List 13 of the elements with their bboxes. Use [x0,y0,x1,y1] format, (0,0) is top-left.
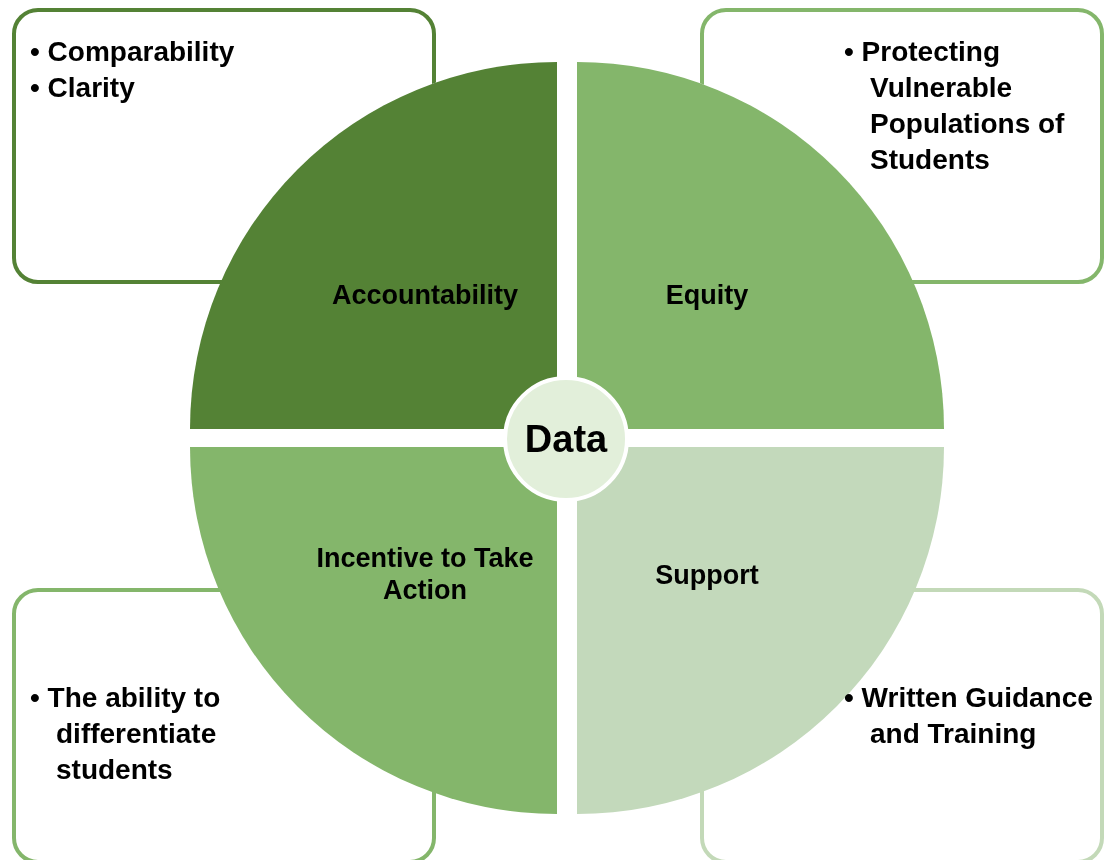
quadrant-label: Equity [664,279,750,311]
bullet-item: • The ability to differentiate students [30,681,222,787]
bullet-item: • Clarity [30,71,136,105]
quadrant-label: Accountability [331,279,519,311]
quadrant-label: Support [654,559,760,591]
text-box [12,8,436,284]
center-label: Data [524,417,608,461]
text-box [700,8,1104,284]
bullet-item: • Comparability [30,35,236,69]
text-box [700,588,1104,860]
bullet-item: • Protecting Vulnerable Populations of Students [844,35,1066,177]
quadrant-label: Incentive to Take Action [315,542,535,606]
bullet-item: • Written Guidance and Training [844,681,1094,751]
